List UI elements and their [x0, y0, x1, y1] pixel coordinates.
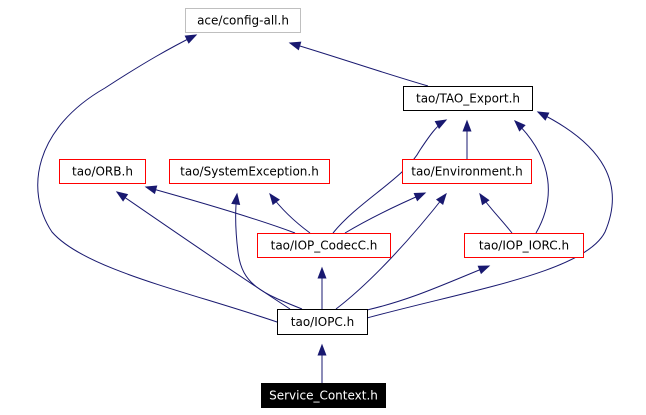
edge-iop-iorc-to-environment — [479, 192, 513, 234]
edge-iopc-to-iop-iorc — [366, 265, 491, 311]
edge-iop-iorc-to-tao-export — [513, 120, 549, 234]
edge-environment-to-tao-export — [462, 119, 472, 159]
arrowhead-icon — [184, 34, 198, 44]
node-box — [185, 8, 301, 33]
arrowhead-icon — [413, 192, 427, 202]
node-box — [169, 159, 330, 184]
edge-line — [145, 186, 296, 234]
arrowhead-icon — [231, 192, 241, 205]
edge-line — [514, 120, 549, 234]
edge-iopc-to-orb — [115, 191, 291, 310]
node-box — [59, 159, 146, 184]
node-service-context[interactable]: Service_Context.h — [261, 383, 386, 408]
node-label: tao/TAO_Export.h — [416, 92, 520, 106]
node-box — [277, 309, 368, 335]
node-box — [403, 86, 533, 111]
arrowhead-icon — [462, 119, 472, 132]
edge-line — [366, 111, 613, 319]
edge-service-context-to-iopc — [317, 343, 327, 383]
node-label: ace/config-all.h — [197, 14, 289, 28]
arrowhead-icon — [477, 265, 491, 275]
arrowhead-icon — [144, 185, 158, 195]
node-iop-codecc[interactable]: tao/IOP_CodecC.h — [257, 233, 391, 258]
node-box — [257, 233, 391, 258]
arrowhead-icon — [513, 120, 526, 132]
edge-iop-codecc-to-sysexc — [269, 192, 311, 234]
node-box — [464, 233, 584, 258]
arrowhead-icon — [536, 111, 550, 121]
edge-iop-codecc-to-tao-export — [332, 119, 448, 234]
edge-line — [289, 42, 429, 87]
edge-line — [344, 192, 426, 234]
node-tao-export[interactable]: tao/TAO_Export.h — [403, 86, 533, 111]
node-label: tao/Environment.h — [411, 165, 523, 179]
node-iopc[interactable]: tao/IOPC.h — [277, 309, 368, 335]
edge-iop-codecc-to-orb — [144, 185, 296, 234]
edge-iopc-to-iop-codecc — [317, 266, 327, 309]
node-box — [261, 383, 386, 408]
edge-iop-codecc-to-environment — [344, 192, 427, 234]
edge-line — [235, 193, 303, 310]
arrowhead-icon — [479, 192, 490, 206]
node-iop-iorc[interactable]: tao/IOP_IORC.h — [464, 233, 584, 258]
edge-line — [332, 119, 447, 234]
node-label: tao/IOP_IORC.h — [479, 239, 569, 253]
edge-iopc-to-sysexc — [231, 192, 303, 310]
node-box — [402, 159, 532, 184]
edge-line — [366, 265, 490, 311]
arrowhead-icon — [317, 343, 327, 356]
edge-line — [37, 34, 281, 324]
arrowhead-icon — [115, 191, 129, 202]
edge-iopc-to-config-all — [37, 34, 281, 324]
edge-tao-export-to-config-all — [288, 41, 429, 87]
arrowhead-icon — [317, 266, 327, 279]
node-label: tao/ORB.h — [72, 165, 133, 179]
edge-iopc-to-tao-export — [366, 111, 613, 319]
arrowhead-icon — [435, 192, 447, 206]
node-label: Service_Context.h — [269, 389, 378, 403]
node-orb[interactable]: tao/ORB.h — [59, 159, 146, 184]
edges-layer — [37, 34, 613, 383]
arrowhead-icon — [434, 119, 448, 130]
arrowhead-icon — [288, 41, 302, 51]
edge-line — [116, 191, 291, 310]
node-sysexc[interactable]: tao/SystemException.h — [169, 159, 330, 184]
edge-iopc-to-environment — [335, 192, 447, 310]
node-environment[interactable]: tao/Environment.h — [402, 159, 532, 184]
edge-line — [335, 193, 447, 310]
node-config-all[interactable]: ace/config-all.h — [185, 8, 301, 33]
node-label: tao/SystemException.h — [180, 165, 319, 179]
arrowhead-icon — [269, 192, 280, 206]
node-label: tao/IOP_CodecC.h — [271, 239, 378, 253]
nodes-layer: ace/config-all.h tao/TAO_Export.h tao/ORB.… — [59, 8, 584, 408]
node-label: tao/IOPC.h — [291, 315, 354, 329]
